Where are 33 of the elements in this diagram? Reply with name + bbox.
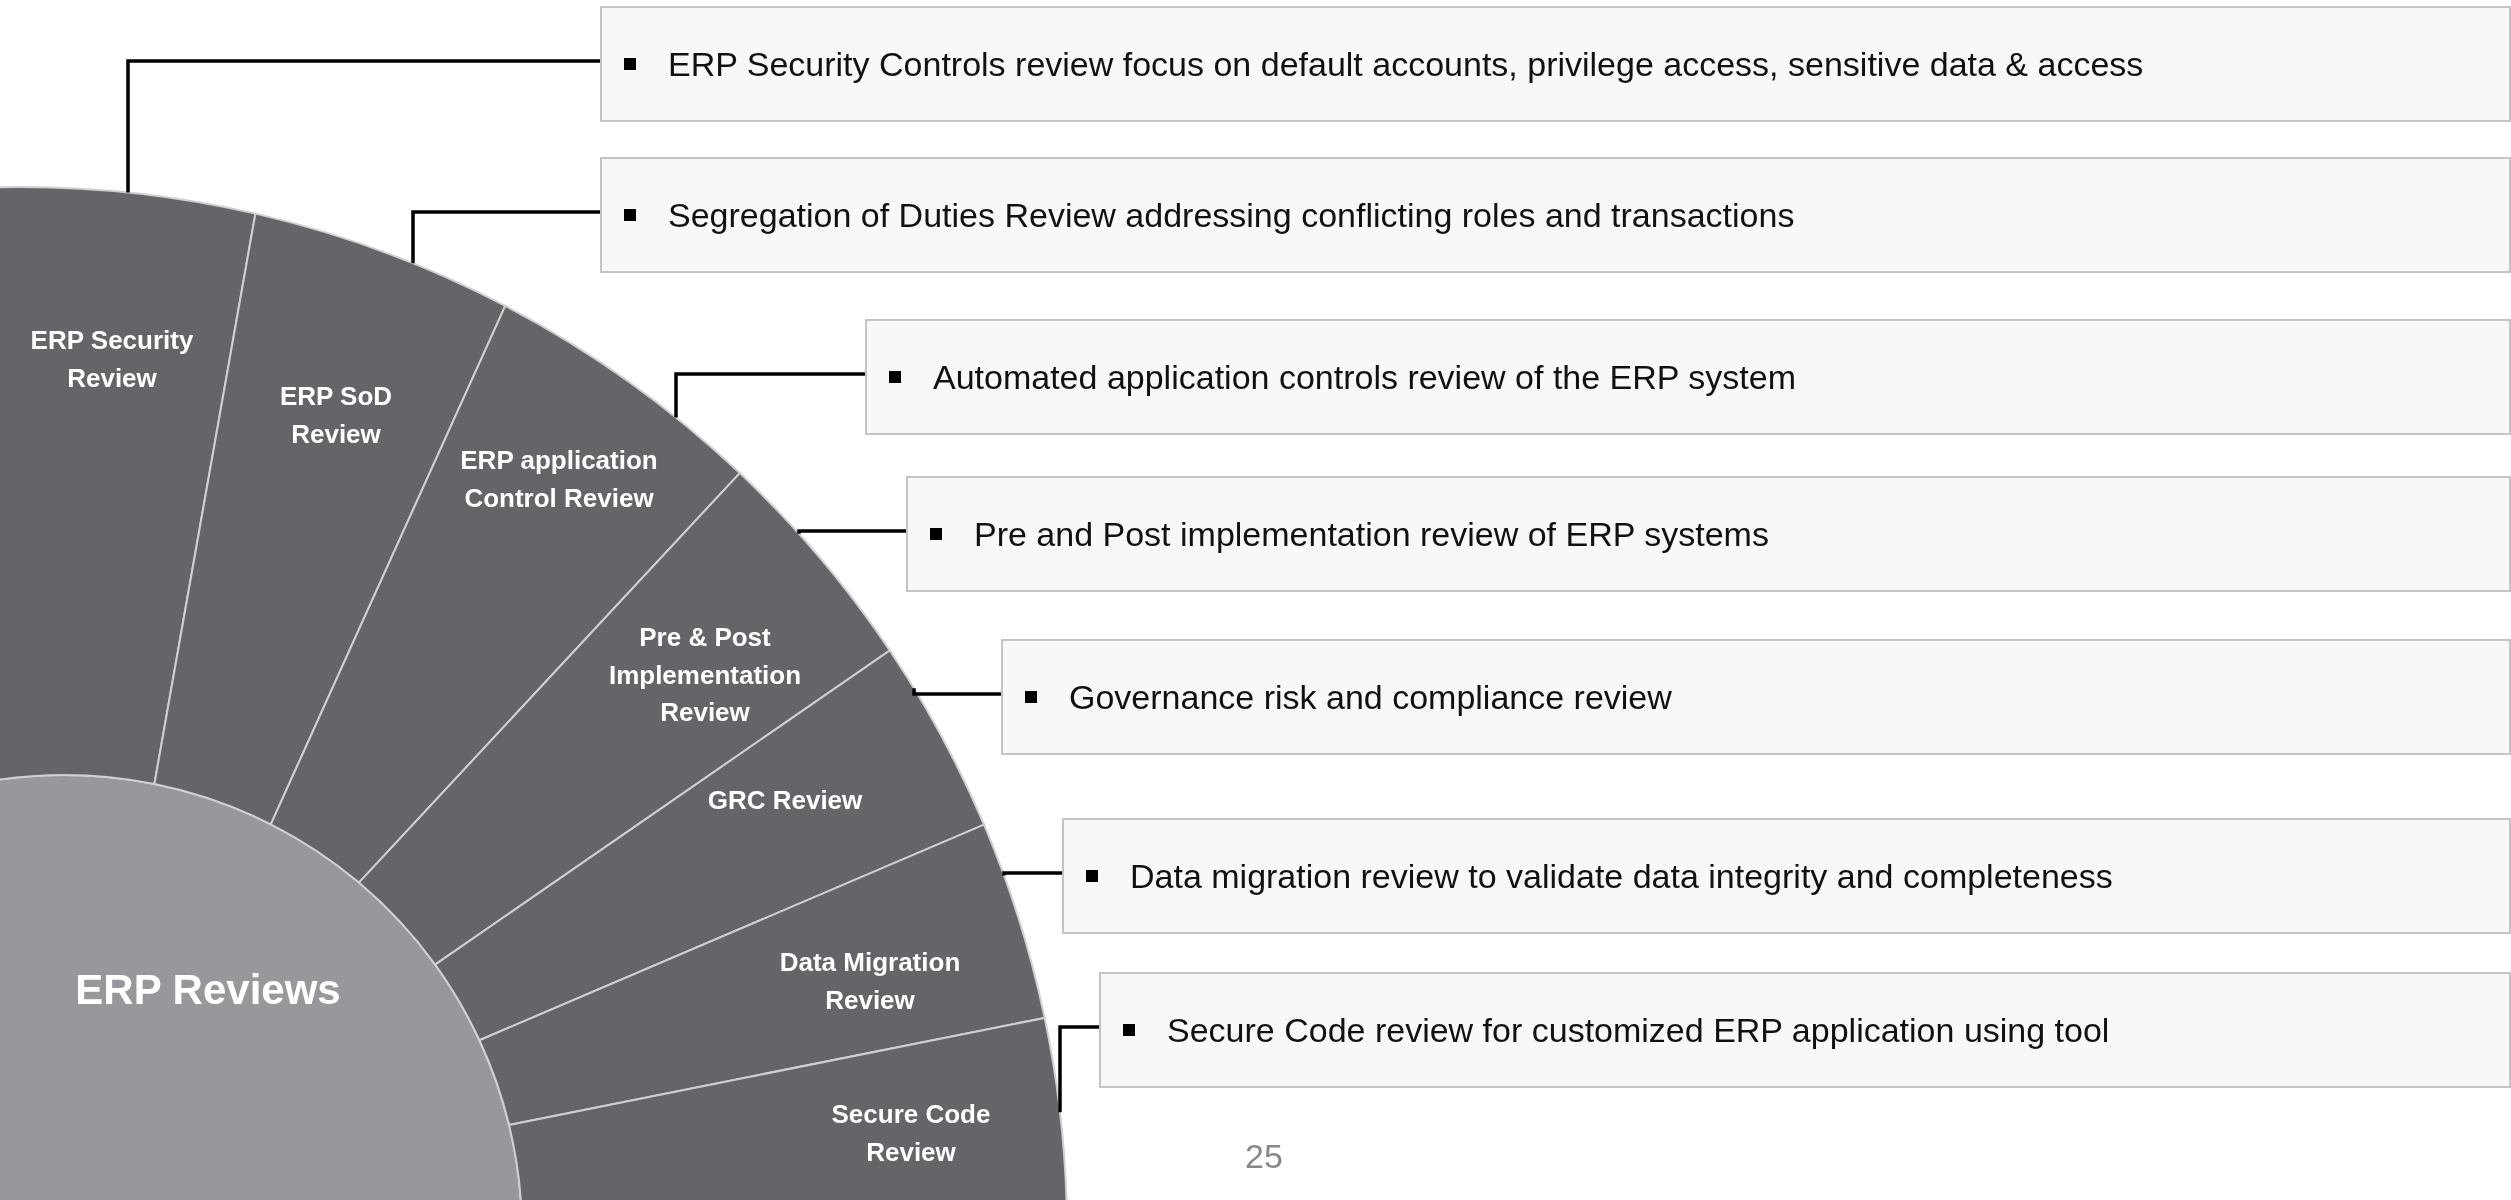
description-box <box>1062 818 2511 934</box>
wheel-sector <box>0 186 257 785</box>
description-box <box>865 319 2511 435</box>
leader-line <box>797 529 906 534</box>
leader-line <box>1058 1025 1099 1113</box>
wheel-sector <box>508 1016 1068 1200</box>
description-box <box>1001 639 2511 755</box>
leader-line <box>1002 871 1062 876</box>
description-text: Data migration review to validate data integrity and completeness <box>1130 857 2113 896</box>
description-text: Automated application controls review of the ERP system <box>933 358 1796 397</box>
sector-label: ERP application Control Review <box>459 444 659 515</box>
description-text: Governance risk and compliance review <box>1069 678 1672 717</box>
leader-line <box>126 59 600 193</box>
sector-label: GRC Review <box>706 784 864 818</box>
wheel-sector <box>478 823 1046 1126</box>
description-box <box>600 6 2511 122</box>
leader-line <box>674 372 865 418</box>
description-box <box>1099 972 2511 1088</box>
sector-label: ERP SoD Review <box>278 380 394 451</box>
description-box <box>906 476 2511 592</box>
description-text: ERP Security Controls review focus on default accounts, privilege access, sensitive data & access <box>668 45 2144 84</box>
page-number: 25 <box>1245 1137 1283 1176</box>
sector-label: ERP Security Review <box>29 324 195 395</box>
sector-label: Secure Code Review <box>830 1098 992 1169</box>
description-text: Secure Code review for customized ERP application using tool <box>1167 1011 2110 1050</box>
sector-label: Data Migration Review <box>778 946 962 1017</box>
description-box <box>600 157 2511 273</box>
description-text: Pre and Post implementation review of ERP systems <box>974 515 1769 554</box>
hub-label: ERP Reviews <box>75 966 341 1014</box>
sector-label: Pre & Post Implementation Review <box>607 621 803 730</box>
leader-line <box>912 688 1001 696</box>
leader-line <box>411 210 600 264</box>
description-text: Segregation of Duties Review addressing conflicting roles and transactions <box>668 196 1795 235</box>
